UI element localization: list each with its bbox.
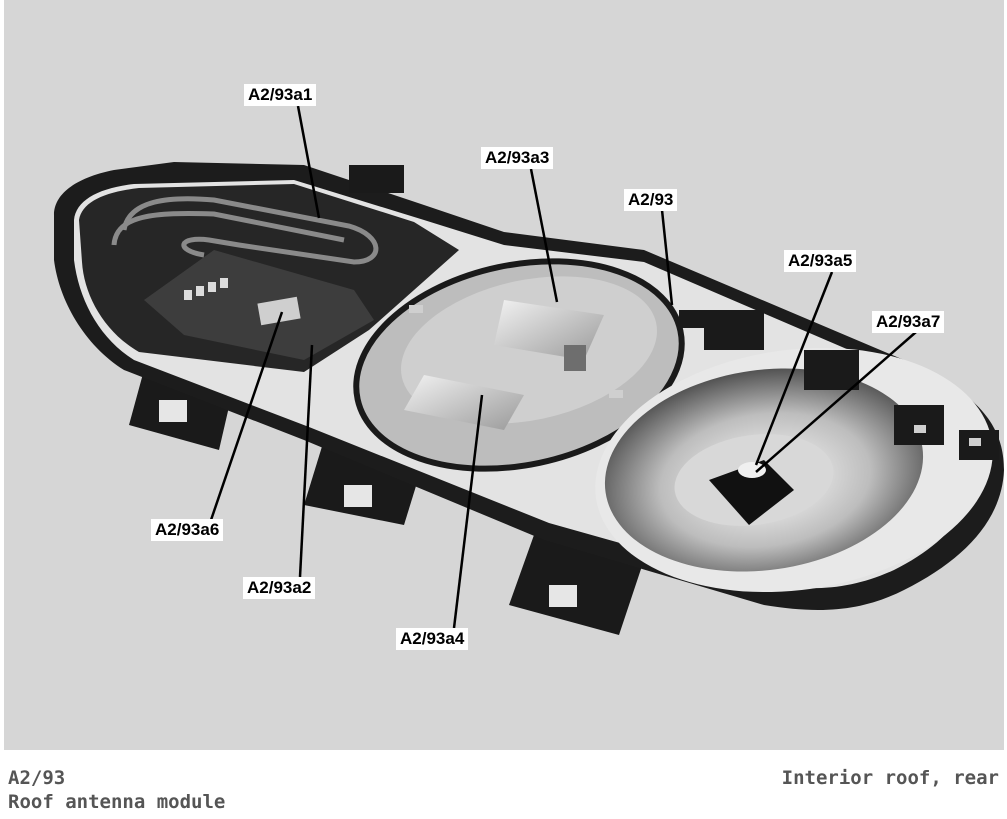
callout-a2-93a6: A2/93a6 bbox=[151, 519, 224, 541]
callout-a2-93a1: A2/93a1 bbox=[244, 84, 317, 106]
antenna-module-drawing bbox=[54, 105, 1004, 635]
callout-a2-93a3: A2/93a3 bbox=[481, 147, 554, 169]
callout-a2-93: A2/93 bbox=[624, 189, 678, 211]
callout-a2-93a4: A2/93a4 bbox=[396, 628, 469, 650]
component-code: A2/93 bbox=[8, 767, 66, 789]
mounting-clip bbox=[509, 535, 644, 635]
component-location: Interior roof, rear bbox=[781, 767, 999, 789]
coil-antenna bbox=[111, 196, 379, 265]
leader-lines bbox=[209, 105, 917, 629]
callout-a2-93a7: A2/93a7 bbox=[872, 311, 945, 333]
antenna-diagram: A2/93a1 A2/93a3 A2/93 A2/93a5 A2/93a7 A2… bbox=[4, 0, 1004, 750]
callout-a2-93a5: A2/93a5 bbox=[784, 250, 857, 272]
antenna-connector bbox=[709, 460, 794, 525]
component-name: Roof antenna module bbox=[8, 791, 226, 813]
callout-a2-93a2: A2/93a2 bbox=[243, 577, 316, 599]
